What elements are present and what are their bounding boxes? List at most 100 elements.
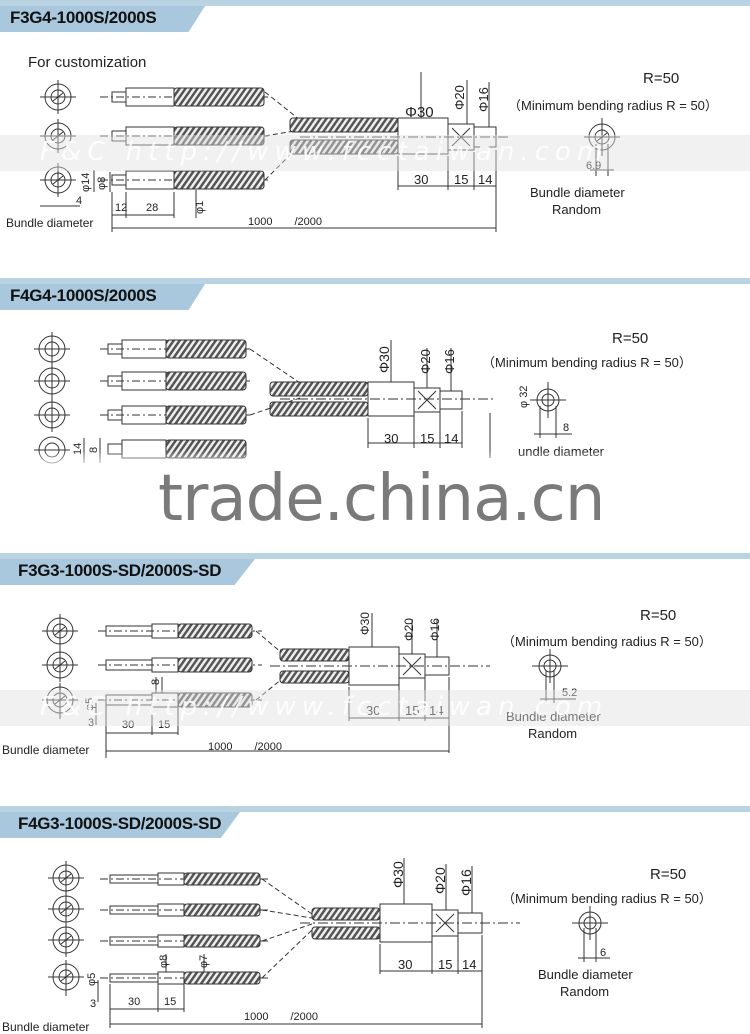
l30b-label: 30	[122, 719, 135, 731]
d30-label: Φ30	[376, 346, 392, 373]
d14-label: φ14	[80, 172, 92, 192]
bundle-diameter-left: Bundle diameter	[2, 1020, 90, 1034]
end-view-circle	[34, 364, 70, 398]
spring-sheath	[183, 872, 381, 985]
r52-label: 5.2	[562, 687, 578, 699]
l30b-label: 30	[128, 996, 141, 1008]
l14-label: 14	[444, 431, 459, 446]
drawing-f4g3	[48, 858, 610, 1028]
r8-label: 8	[563, 422, 570, 434]
section-f4g3: F4G3-1000S-SD/2000S-SD	[0, 806, 750, 1034]
watermark-fade	[0, 450, 750, 545]
d16-label: Φ16	[442, 349, 457, 374]
length-label: 1000 /2000	[248, 216, 322, 228]
r-value: R=50	[640, 607, 677, 624]
l30-label: 30	[384, 431, 399, 446]
random-label: Random	[528, 726, 578, 741]
min-bend-text: （Minimum bending radius R = 50）	[502, 634, 712, 649]
end-view-circle	[42, 614, 78, 648]
section-header: F4G3-1000S-SD/2000S-SD	[0, 806, 750, 840]
d8-label: φ8	[158, 954, 170, 968]
d16-label: Φ16	[428, 618, 442, 641]
fiber-head	[109, 872, 185, 985]
l14-label: 14	[429, 703, 444, 718]
header-tab	[0, 559, 255, 585]
section-title: F4G4-1000S/2000S	[10, 286, 157, 305]
header-bar	[0, 553, 750, 559]
section-f4g4: F4G4-1000S/2000S	[0, 278, 750, 468]
d16-label: Φ16	[458, 869, 474, 896]
header-bar	[0, 278, 750, 284]
section-title: F4G3-1000S-SD/2000S-SD	[18, 814, 222, 833]
header-tab	[0, 812, 240, 838]
d1-label: φ1	[194, 200, 206, 214]
r-value: R=50	[612, 330, 649, 347]
d20-label: Φ20	[432, 867, 448, 894]
fiber-head	[107, 339, 167, 459]
header-bar	[0, 806, 750, 812]
random-label: Random	[560, 984, 610, 999]
watermark-text: F&C http://www.fcctaiwan.com	[40, 692, 609, 722]
l15-label: 15	[420, 431, 435, 446]
section-f3g4: F3G4-1000S/2000S For customization	[0, 0, 750, 270]
d8-label: 8	[150, 678, 162, 685]
end-view-circle	[48, 960, 84, 996]
end-view-circle	[48, 923, 84, 957]
l14-label: 14	[462, 957, 477, 972]
section-header: F3G4-1000S/2000S	[0, 0, 750, 34]
d30-label: Φ30	[405, 104, 434, 121]
header-tab	[0, 6, 205, 32]
min-bend-text: （Minimum bending radius R = 50）	[482, 355, 692, 370]
l15-label: 15	[438, 957, 453, 972]
drawing-f4g4	[34, 332, 572, 464]
l15b-label: 15	[158, 719, 171, 731]
l12-label: 12	[115, 202, 128, 214]
l28-label: 28	[146, 202, 159, 214]
bundle-diameter-left: Bundle diameter	[6, 216, 94, 230]
length-label: 1000 /2000	[244, 1011, 318, 1023]
end-view-circle	[40, 80, 76, 114]
bundle-diameter-right: Bundle diameter	[506, 709, 601, 724]
watermark-site: trade.china.cn	[158, 462, 605, 536]
drawing-f3g3	[42, 613, 576, 758]
r-value: R=50	[643, 70, 680, 87]
min-bend-text: （Minimum bending radius R = 50）	[502, 891, 712, 906]
d20-label: Φ20	[402, 618, 416, 641]
end-view-circle	[40, 119, 76, 153]
d16-label: Φ16	[476, 87, 491, 112]
drawing-f3g4	[40, 72, 620, 232]
random-label: Random	[552, 202, 602, 217]
d7-label: φ7	[198, 954, 210, 968]
l30-label: 30	[366, 703, 381, 718]
watermark-text: F&C http://www.fcctaiwan.com	[40, 137, 609, 167]
header-bar	[0, 0, 750, 6]
end-view-circle	[34, 398, 70, 432]
section-header: F4G4-1000S/2000S	[0, 278, 750, 312]
d8-label: φ8	[96, 176, 108, 190]
bundle-diameter-left: Bundle diameter	[2, 743, 90, 757]
d32-label: φ 32	[518, 385, 530, 408]
section-f3g3: F3G3-1000S-SD/2000S-SD	[0, 553, 750, 768]
r-value: R=50	[650, 866, 687, 883]
section-title: F3G3-1000S-SD/2000S-SD	[18, 561, 222, 580]
end-view-circle	[48, 861, 84, 895]
bundle-diameter-right: Bundle diameter	[538, 967, 633, 982]
d20-label: Φ20	[452, 85, 467, 110]
l14-label: 14	[478, 172, 493, 187]
end-view-circle	[42, 648, 78, 682]
end-view-circle	[40, 163, 76, 197]
section-header: F3G3-1000S-SD/2000S-SD	[0, 553, 750, 587]
d20-label: Φ20	[418, 349, 433, 374]
l30-label: 30	[398, 957, 413, 972]
section-title: F3G4-1000S/2000S	[10, 8, 157, 27]
watermark-band	[0, 135, 750, 171]
d30-label: Φ30	[358, 612, 372, 635]
l15b-label: 15	[164, 996, 177, 1008]
min-bend-text: （Minimum bending radius R = 50）	[508, 98, 718, 113]
d30-label: Φ30	[390, 861, 406, 888]
l15-label: 15	[405, 703, 420, 718]
length-label: 1000 /2000	[208, 741, 282, 753]
l15-label: 15	[454, 172, 469, 187]
bundle-diameter-right: Bundle diameter	[530, 185, 625, 200]
l3-label: 3	[90, 998, 97, 1010]
